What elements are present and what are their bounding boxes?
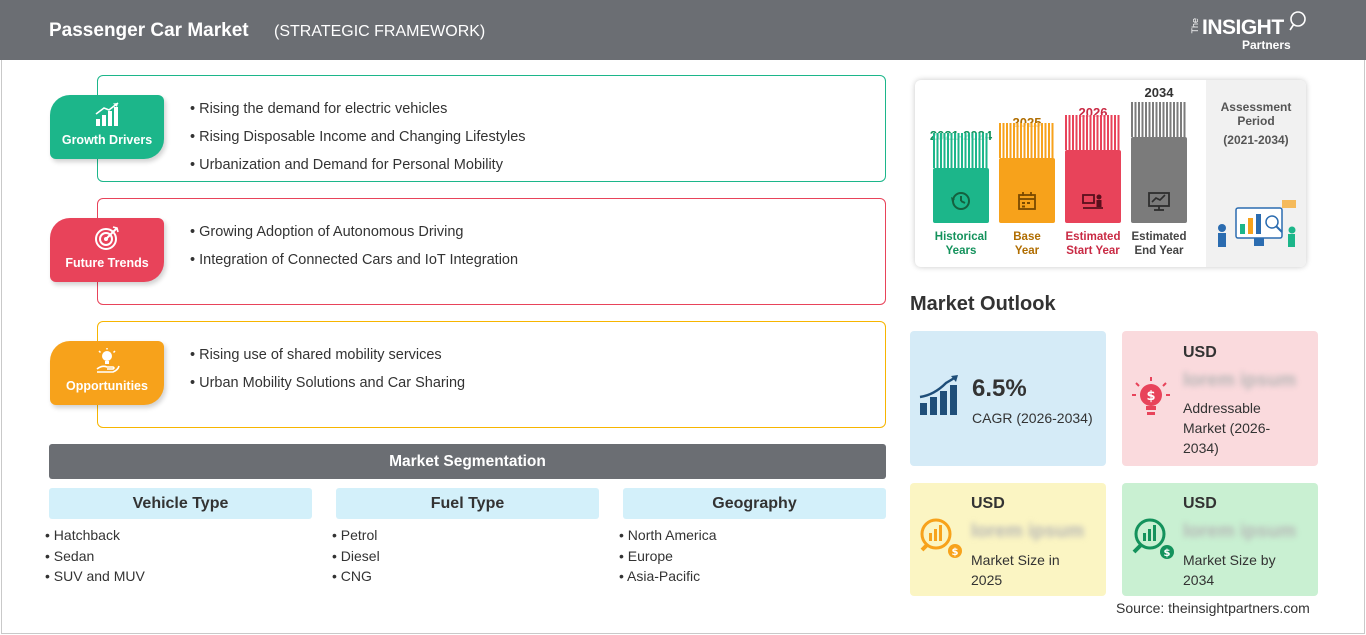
assessment-bar-stripes xyxy=(999,123,1055,158)
assessment-column: 2025BaseYear xyxy=(999,0,1055,260)
svg-text:$: $ xyxy=(1146,389,1155,404)
assessment-year: 2034 xyxy=(1144,85,1174,100)
list-item: North America xyxy=(619,525,886,546)
segment-geography: Geography North America Europe Asia-Paci… xyxy=(623,488,886,587)
insight-partners-logo[interactable]: The INSIGHT Partners xyxy=(1190,10,1310,54)
svg-text:$: $ xyxy=(1164,548,1171,559)
segment-fuel-type: Fuel Type Petrol Diesel CNG xyxy=(336,488,599,587)
segment-vehicle-type: Vehicle Type Hatchback Sedan SUV and MUV xyxy=(49,488,312,587)
source-credit: Source: theinsightpartners.com xyxy=(1116,600,1310,616)
list-item: Asia-Pacific xyxy=(619,566,886,587)
segment-header: Fuel Type xyxy=(336,488,599,519)
opportunities-list: Rising use of shared mobility services U… xyxy=(190,341,465,397)
list-item: Sedan xyxy=(45,546,312,567)
market-outlook-title: Market Outlook xyxy=(910,293,1056,315)
addressable-label: Addressable Market (2026-2034) xyxy=(1183,400,1271,456)
list-item: SUV and MUV xyxy=(45,566,312,587)
analyst-illustration-icon xyxy=(1218,200,1296,247)
market-size-2025-tile: $ USD lorem ipsum Market Size in 2025 xyxy=(910,483,1106,596)
list-item: Hatchback xyxy=(45,525,312,546)
growth-drivers-badge: Growth Drivers xyxy=(50,95,164,159)
future-trends-badge: Future Trends xyxy=(50,218,164,282)
list-item: Urban Mobility Solutions and Car Sharing xyxy=(190,369,465,397)
segment-header: Geography xyxy=(623,488,886,519)
list-item: Europe xyxy=(619,546,886,567)
size-2025-currency: USD xyxy=(971,495,1005,512)
assessment-bar xyxy=(933,168,989,223)
growth-drivers-list: Rising the demand for electric vehicles … xyxy=(190,95,526,179)
bar-chart-up-icon xyxy=(50,101,164,129)
monitor-chart-icon xyxy=(1148,192,1170,211)
page-subtitle: (STRATEGIC FRAMEWORK) xyxy=(274,23,486,40)
growth-drivers-label: Growth Drivers xyxy=(61,133,153,147)
opportunities-label: Opportunities xyxy=(66,379,148,393)
list-item: Urbanization and Demand for Personal Mob… xyxy=(190,151,526,179)
list-item: Rising use of shared mobility services xyxy=(190,341,465,369)
assessment-title: Assessment Period xyxy=(1220,100,1292,128)
opportunities-card: Rising use of shared mobility services U… xyxy=(97,321,886,428)
calendar-icon xyxy=(1018,192,1036,210)
size-2034-label: Market Size by 2034 xyxy=(1183,552,1276,588)
money-bulb-icon: $ xyxy=(1132,377,1170,415)
size-2025-value: lorem ipsum xyxy=(971,521,1084,542)
market-size-2034-tile: $ USD lorem ipsum Market Size by 2034 xyxy=(1122,483,1318,596)
cagr-label: CAGR (2026-2034) xyxy=(972,410,1093,426)
assessment-bar xyxy=(999,158,1055,223)
logo-partners: Partners xyxy=(1242,38,1291,52)
future-trends-card: Growing Adoption of Autonomous Driving I… xyxy=(97,198,886,305)
size-2034-currency: USD xyxy=(1183,495,1217,512)
logo-the: The xyxy=(1190,18,1200,34)
header-bar: Passenger Car Market (STRATEGIC FRAMEWOR… xyxy=(0,0,1366,60)
addressable-currency: USD xyxy=(1183,344,1217,361)
opportunities-badge: Opportunities xyxy=(50,341,164,405)
market-segmentation-header: Market Segmentation xyxy=(49,444,886,479)
list-item: Integration of Connected Cars and IoT In… xyxy=(190,246,518,274)
page-title: Passenger Car Market xyxy=(49,20,249,41)
addressable-value: lorem ipsum xyxy=(1183,370,1296,391)
coin-magnifier-icon: $ xyxy=(920,518,962,558)
list-item: Diesel xyxy=(332,546,599,567)
list-item: Rising the demand for electric vehicles xyxy=(190,95,526,123)
target-icon xyxy=(50,224,164,252)
presentation-icon xyxy=(1082,194,1103,209)
segment-header: Vehicle Type xyxy=(49,488,312,519)
assessment-bar-stripes xyxy=(1131,102,1187,137)
cagr-value: 6.5% xyxy=(972,375,1027,402)
list-item: CNG xyxy=(332,566,599,587)
lightbulb-hand-icon xyxy=(50,347,164,375)
cagr-tile: 6.5% CAGR (2026-2034) xyxy=(910,331,1106,466)
addressable-market-tile: $ USD lorem ipsum Addressable Market (20… xyxy=(1122,331,1318,466)
chart-magnifier-icon: $ xyxy=(1132,518,1174,559)
history-icon xyxy=(951,192,970,210)
future-trends-list: Growing Adoption of Autonomous Driving I… xyxy=(190,218,518,274)
assessment-bar-stripes xyxy=(1065,115,1121,150)
future-trends-label: Future Trends xyxy=(65,256,149,270)
logo-insight: INSIGHT xyxy=(1202,16,1284,39)
assessment-bar xyxy=(1065,150,1121,223)
assessment-years: (2021-2034) xyxy=(1223,133,1289,147)
list-item: Petrol xyxy=(332,525,599,546)
logo-lens-icon xyxy=(1289,11,1306,31)
size-2034-value: lorem ipsum xyxy=(1183,521,1296,542)
content-frame xyxy=(1,60,1365,634)
size-2025-label: Market Size in 2025 xyxy=(971,552,1060,588)
svg-text:$: $ xyxy=(952,547,959,558)
growth-drivers-card: Rising the demand for electric vehicles … xyxy=(97,75,886,182)
list-item: Rising Disposable Income and Changing Li… xyxy=(190,123,525,151)
list-item: Growing Adoption of Autonomous Driving xyxy=(190,218,518,246)
assessment-column: 2021-2024HistoricalYears xyxy=(930,0,992,260)
assessment-bar-stripes xyxy=(933,133,989,168)
growth-chart-icon xyxy=(919,375,958,415)
